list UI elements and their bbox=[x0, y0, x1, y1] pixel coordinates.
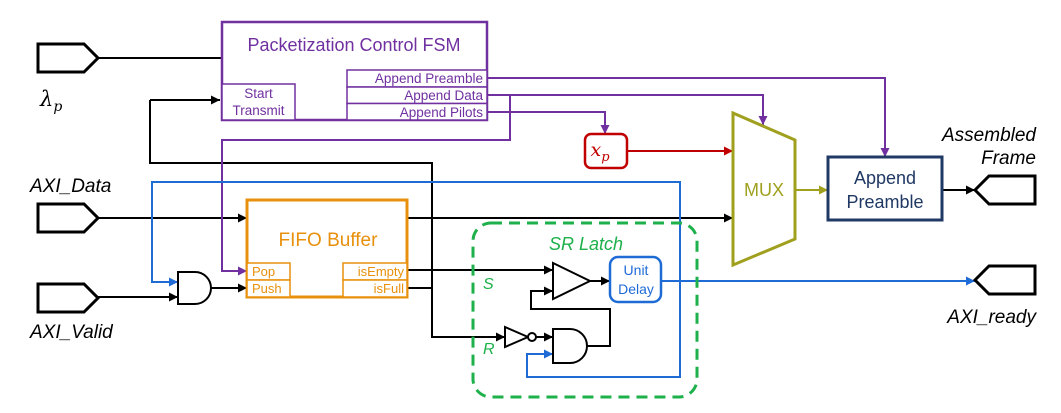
port-shape bbox=[36, 282, 101, 314]
fifo-isfull-label: isFull bbox=[374, 281, 404, 296]
pilot-source-box bbox=[583, 132, 629, 170]
wire-latch-and-feedback bbox=[530, 286, 611, 347]
port-label-frame: Frame bbox=[981, 148, 1036, 169]
fsm-title: Packetization Control FSM bbox=[247, 35, 460, 55]
port-label-assembled: Assembled bbox=[941, 125, 1037, 146]
input-port-axi-valid: AXI_Valid bbox=[29, 282, 114, 343]
append-preamble-block: Append Preamble bbox=[826, 155, 944, 222]
reset-label: R bbox=[483, 341, 495, 358]
fsm-append-pilots-box bbox=[346, 102, 488, 121]
wire-append-data-to-pop bbox=[221, 95, 511, 276]
wire-append-data bbox=[487, 94, 768, 125]
fsm-block: Packetization Control FSM Start Transmit… bbox=[220, 20, 489, 122]
append-preamble-label-preamble: Preamble bbox=[846, 192, 923, 212]
wire-append-pilots bbox=[487, 111, 610, 134]
append-preamble-label-append: Append bbox=[854, 168, 916, 188]
fifo-push-label: Push bbox=[252, 281, 282, 296]
wire-isfull-network bbox=[149, 100, 505, 342]
unit-delay-box bbox=[608, 255, 663, 304]
wire-ready-feedback-to-latch bbox=[526, 281, 681, 378]
pilot-source-block: xp bbox=[583, 132, 629, 170]
append-preamble-box bbox=[826, 155, 944, 222]
wire-ready-feedback-to-and bbox=[151, 181, 681, 287]
fsm-append-data-label: Append Data bbox=[404, 88, 483, 103]
port-label-axi-ready: AXI_ready bbox=[946, 307, 1037, 328]
output-port-assembled-frame: Assembled Frame bbox=[941, 125, 1037, 206]
output-port-axi-ready: AXI_ready bbox=[946, 264, 1037, 328]
port-shape bbox=[972, 264, 1037, 296]
and-gate-valid bbox=[177, 271, 212, 305]
not-gate-bubble bbox=[527, 332, 537, 342]
sr-latch-boundary bbox=[471, 221, 699, 399]
fsm-append-preamble-label: Append Preamble bbox=[375, 71, 483, 86]
port-label-lambda: λp bbox=[39, 87, 62, 115]
wire-append-preamble bbox=[487, 77, 890, 157]
port-shape bbox=[972, 174, 1037, 206]
unit-delay-label-delay: Delay bbox=[618, 281, 654, 297]
fifo-push-box bbox=[246, 279, 291, 298]
wires bbox=[98, 57, 975, 378]
fsm-transmit-label: Transmit bbox=[232, 103, 284, 118]
pilot-source-label: xp bbox=[590, 139, 610, 165]
not-gate bbox=[504, 325, 531, 349]
input-port-axi-data: AXI_Data bbox=[29, 176, 111, 234]
fifo-isfull-box bbox=[342, 279, 408, 298]
fifo-block: FIFO Buffer Pop Push isEmpty isFull bbox=[245, 198, 409, 299]
sr-latch-title: SR Latch bbox=[549, 234, 623, 254]
fifo-title: FIFO Buffer bbox=[279, 230, 379, 251]
port-shape bbox=[36, 202, 101, 234]
mux-shape bbox=[731, 110, 797, 268]
fsm-start-transmit-box bbox=[221, 83, 296, 121]
fsm-start-label: Start bbox=[244, 86, 273, 101]
sr-latch: SR Latch S R Unit Delay bbox=[471, 221, 699, 399]
port-label-axi-valid: AXI_Valid bbox=[29, 322, 114, 343]
port-shape bbox=[36, 42, 101, 74]
set-label: S bbox=[483, 276, 494, 293]
lambda-subscript: p bbox=[53, 99, 62, 115]
input-port-lambda: λp bbox=[36, 42, 101, 115]
fifo-pop-label: Pop bbox=[252, 264, 275, 279]
port-label-axi-data: AXI_Data bbox=[29, 176, 111, 197]
mux-label: MUX bbox=[744, 180, 784, 200]
lambda-symbol: λ bbox=[39, 87, 53, 111]
pilot-symbol: x bbox=[590, 139, 601, 161]
latch-and-gate bbox=[552, 328, 588, 364]
unit-delay-label-unit: Unit bbox=[624, 262, 649, 278]
set-gate bbox=[552, 261, 593, 301]
fsm-append-pilots-label: Append Pilots bbox=[400, 105, 484, 120]
mux-block: MUX bbox=[731, 110, 797, 268]
pilot-subscript: p bbox=[601, 150, 610, 165]
fifo-isempty-label: isEmpty bbox=[358, 264, 405, 279]
